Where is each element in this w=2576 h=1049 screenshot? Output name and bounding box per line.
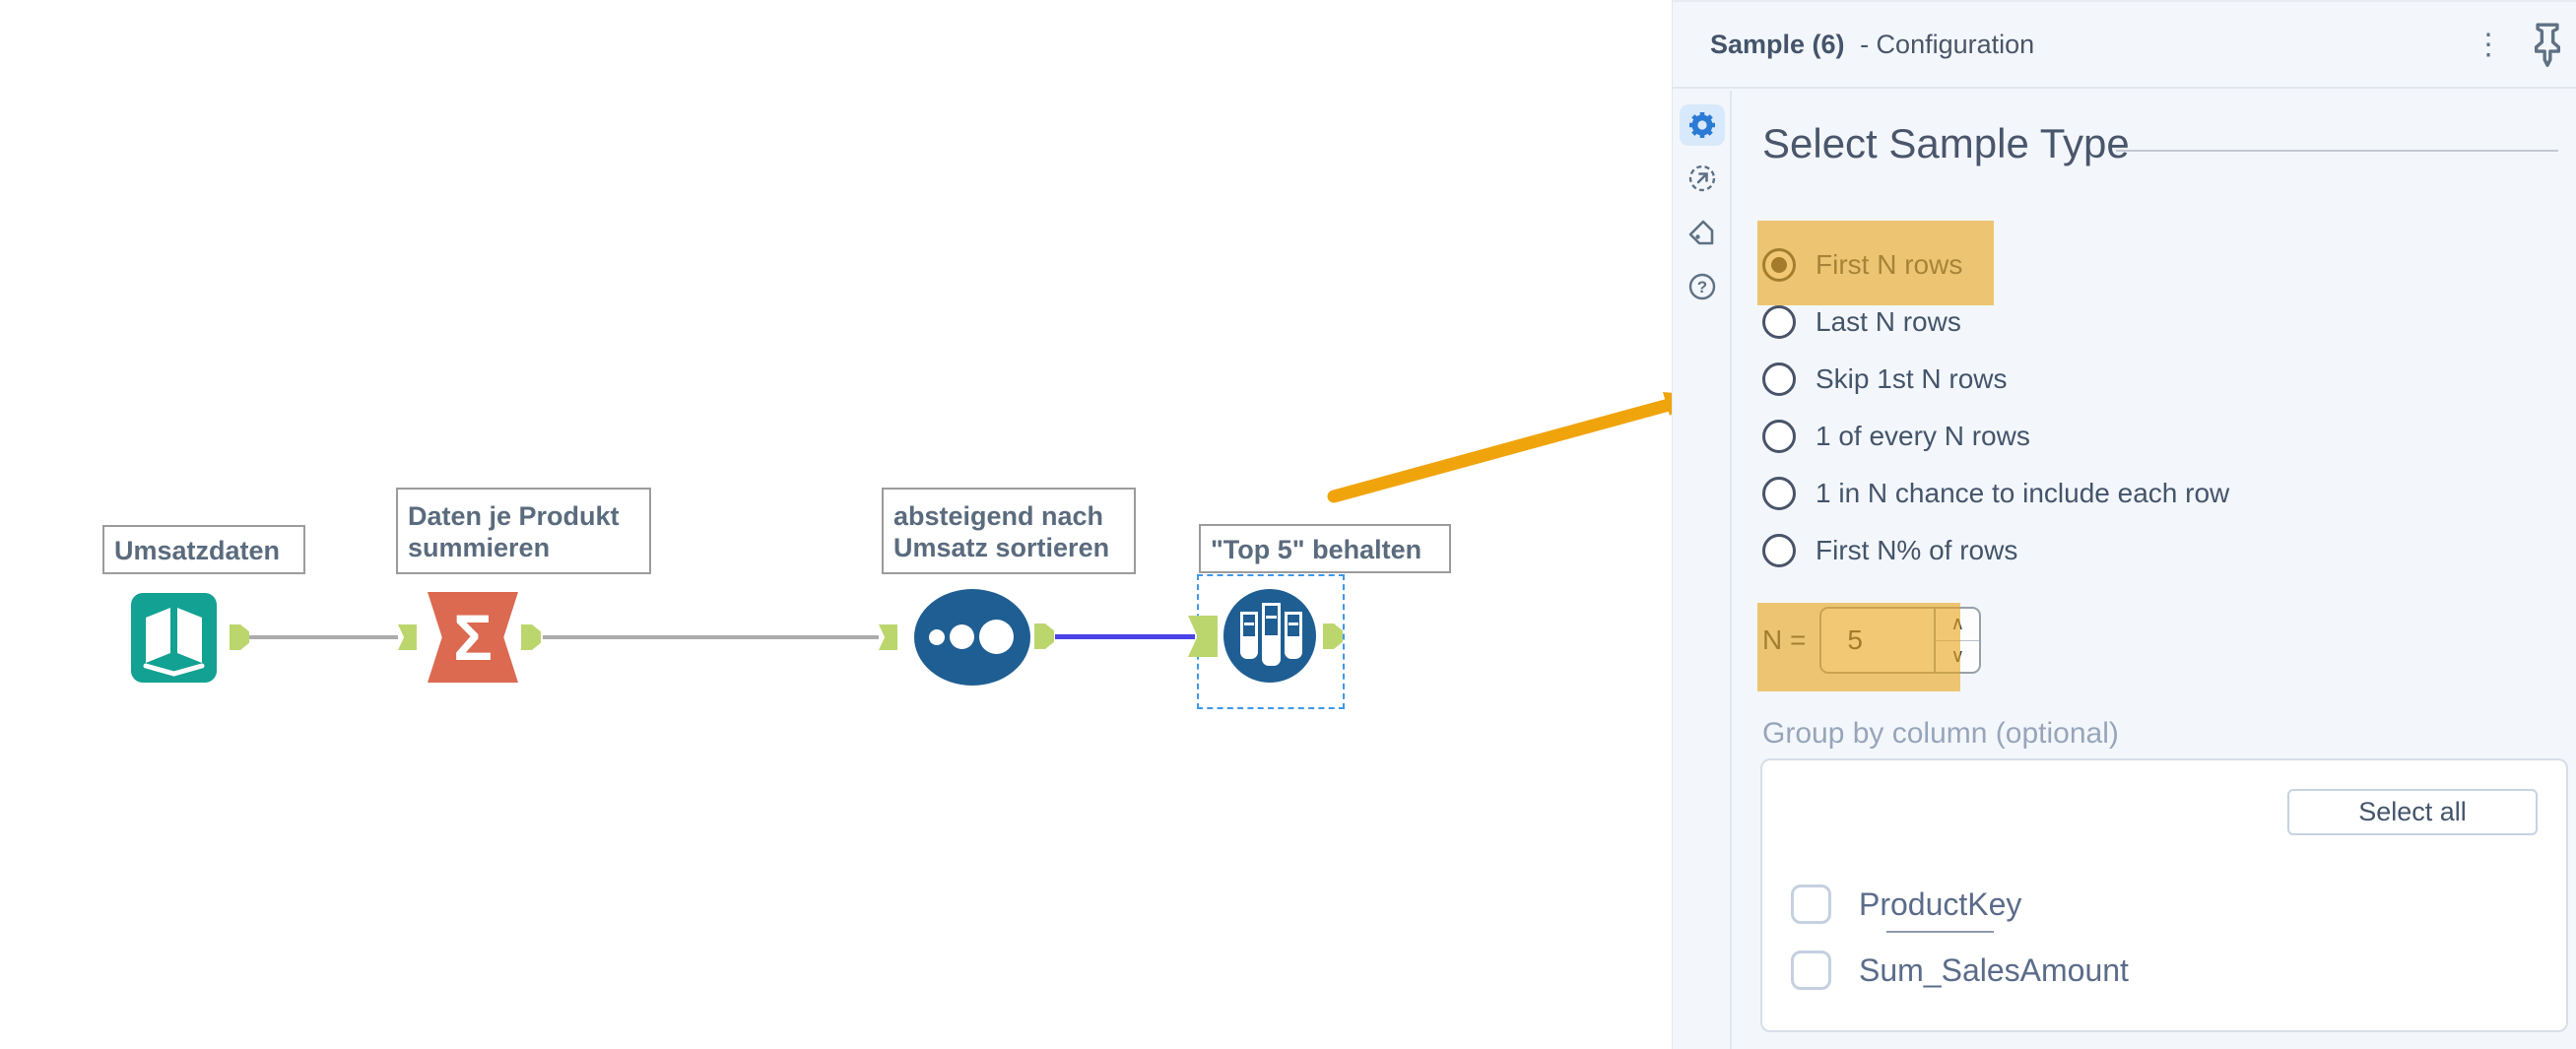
tool-name-title: Sample (6) xyxy=(1710,29,1845,59)
tool-summarize[interactable]: Σ xyxy=(428,592,518,683)
n-value-row: N = ∧ ∨ xyxy=(1762,607,1982,674)
radio-selected-icon[interactable] xyxy=(1762,248,1796,282)
group-by-label: Group by column (optional) xyxy=(1762,717,2119,750)
tool-label-summarize[interactable]: Daten je Produkt summieren xyxy=(396,488,651,574)
tool-sample[interactable] xyxy=(1223,589,1316,683)
open-in-new-icon[interactable] xyxy=(1680,158,1725,199)
tool-label-text: Umsatz sortieren xyxy=(893,533,1110,562)
tool-label-text: "Top 5" behalten xyxy=(1211,535,1422,564)
tool-label-sample[interactable]: "Top 5" behalten xyxy=(1199,524,1451,573)
sample-config-content: Select Sample Type First N rows Last N r… xyxy=(1734,91,2576,1049)
help-icon[interactable]: ? xyxy=(1680,266,1725,307)
radio-1-of-every-n-rows[interactable]: 1 of every N rows xyxy=(1762,417,2030,456)
radio-icon[interactable] xyxy=(1762,420,1796,453)
tool-label-text: absteigend nach xyxy=(893,501,1104,531)
column-row-sum-salesamount[interactable]: Sum_SalesAmount xyxy=(1791,951,2129,990)
tool-label-input-data[interactable]: Umsatzdaten xyxy=(102,525,305,574)
column-underline xyxy=(1886,931,1995,933)
connection-sort-to-sample-selected[interactable] xyxy=(1055,634,1195,639)
tool-label-text: Umsatzdaten xyxy=(114,536,281,565)
output-anchor-summarize[interactable] xyxy=(521,624,541,650)
radio-skip-1st-n-rows[interactable]: Skip 1st N rows xyxy=(1762,360,2008,399)
tool-label-text: summieren xyxy=(408,533,551,562)
checkbox-icon[interactable] xyxy=(1791,951,1831,990)
config-nav-strip: ? xyxy=(1673,91,1732,1049)
select-all-button[interactable]: Select all xyxy=(2287,789,2538,835)
radio-1-in-n-chance[interactable]: 1 in N chance to include each row xyxy=(1762,474,2229,513)
configuration-panel: Sample (6) - Configuration ⋮ xyxy=(1672,0,2576,1049)
n-value-input[interactable] xyxy=(1819,607,1937,674)
output-anchor-sample[interactable] xyxy=(1323,623,1343,649)
checkbox-icon[interactable] xyxy=(1791,885,1831,924)
workflow-canvas[interactable]: Umsatzdaten Daten je Produkt summieren Σ… xyxy=(0,0,1672,1049)
tool-sort[interactable] xyxy=(914,589,1030,686)
pin-icon[interactable] xyxy=(2531,22,2564,67)
n-equals-label: N = xyxy=(1762,624,1807,655)
input-anchor-sort[interactable] xyxy=(879,624,897,650)
radio-last-n-rows[interactable]: Last N rows xyxy=(1762,302,1961,342)
radio-first-n-percent[interactable]: First N% of rows xyxy=(1762,531,2017,570)
radio-icon[interactable] xyxy=(1762,305,1796,339)
tag-icon[interactable] xyxy=(1680,213,1725,254)
section-title: Select Sample Type xyxy=(1762,120,2130,166)
connection-input-to-summarize[interactable] xyxy=(249,635,398,639)
output-anchor-input-data[interactable] xyxy=(230,624,249,650)
panel-title: Sample (6) - Configuration xyxy=(1710,30,2034,60)
stepper-down-icon[interactable]: ∨ xyxy=(1950,645,1965,667)
radio-icon[interactable] xyxy=(1762,362,1796,396)
open-book-icon xyxy=(143,608,205,677)
output-anchor-sort[interactable] xyxy=(1034,623,1054,649)
panel-title-suffix: - Configuration xyxy=(1860,29,2035,59)
n-value-stepper: ∧ ∨ xyxy=(1936,607,1982,674)
connection-summarize-to-sort[interactable] xyxy=(543,635,879,639)
more-options-icon[interactable]: ⋮ xyxy=(2474,29,2503,61)
radio-first-n-rows[interactable]: First N rows xyxy=(1762,245,1962,285)
tool-input-data[interactable] xyxy=(131,593,217,683)
group-by-column-box: Select all ProductKey Sum_SalesAmount xyxy=(1760,758,2568,1032)
radio-icon[interactable] xyxy=(1762,534,1796,567)
tool-label-text: Daten je Produkt xyxy=(408,501,620,531)
sigma-icon: Σ xyxy=(453,601,493,674)
section-rule xyxy=(2116,150,2558,152)
gear-icon[interactable] xyxy=(1680,104,1725,146)
radio-icon[interactable] xyxy=(1762,477,1796,510)
input-anchor-summarize[interactable] xyxy=(398,624,417,650)
stepper-up-icon[interactable]: ∧ xyxy=(1936,609,1980,641)
svg-text:?: ? xyxy=(1697,278,1707,296)
tool-label-sort[interactable]: absteigend nach Umsatz sortieren xyxy=(882,488,1136,574)
column-row-productkey[interactable]: ProductKey xyxy=(1791,885,2021,933)
configuration-panel-header: Sample (6) - Configuration ⋮ xyxy=(1673,2,2576,89)
